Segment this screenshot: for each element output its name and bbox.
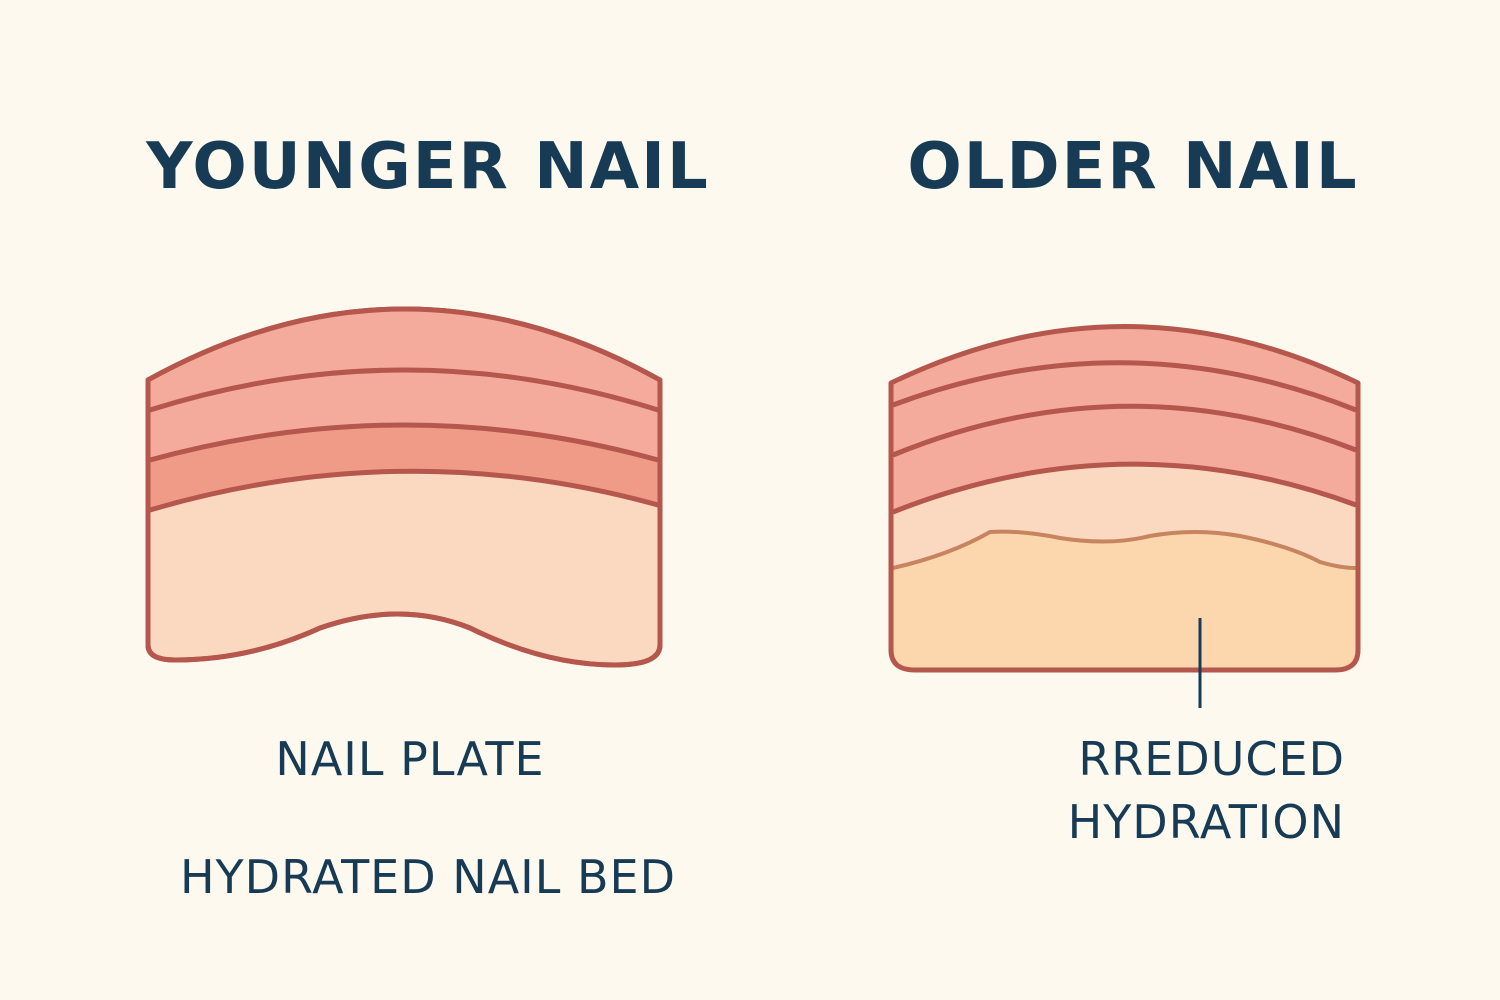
older-plate-line-2 — [892, 403, 1357, 458]
younger-nail-outline — [145, 306, 663, 668]
younger-nail-illustration — [145, 306, 663, 668]
older-plate-layer-1 — [893, 328, 1356, 410]
reduced-label-line-1: RREDUCED — [1078, 732, 1345, 786]
younger-plate-line-3 — [149, 468, 659, 513]
hydrated-nail-bed-label: HYDRATED NAIL BED — [180, 850, 676, 904]
older-dry-bed — [893, 531, 1356, 668]
nail-plate-label: NAIL PLATE — [275, 732, 544, 786]
younger-plate-layer-1 — [150, 311, 658, 410]
older-plate-line-1 — [892, 360, 1357, 413]
older-hydration-wave-line — [892, 529, 1357, 570]
older-plate-line-3 — [892, 461, 1357, 515]
younger-plate-line-2 — [149, 422, 659, 463]
younger-nail-title: YOUNGER NAIL — [145, 130, 710, 204]
older-plate-layer-2 — [893, 362, 1356, 455]
younger-plate-layer-2 — [150, 370, 658, 460]
older-nail-outline — [888, 324, 1361, 673]
hydration-label-line-2: HYDRATION — [1068, 795, 1345, 849]
younger-plate-layer-3 — [150, 425, 658, 510]
older-nail-title: OLDER NAIL — [907, 130, 1358, 204]
older-nail-illustration — [888, 324, 1361, 708]
older-plate-layer-3 — [893, 406, 1356, 512]
younger-plate-line-1 — [149, 367, 659, 413]
